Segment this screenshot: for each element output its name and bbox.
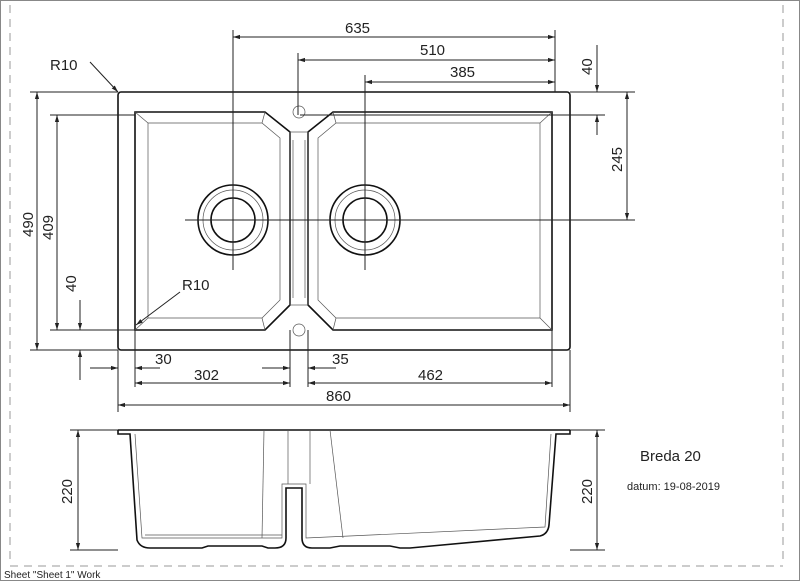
sheet-label: Sheet "Sheet 1" Work (4, 570, 101, 581)
dim-409: 409 (40, 215, 57, 240)
dim-462: 462 (418, 367, 443, 384)
overflow-icon (292, 323, 306, 337)
dimension-lines (34, 34, 630, 550)
dim-245: 245 (609, 147, 626, 172)
dim-635: 635 (345, 20, 370, 37)
dim-860: 860 (326, 388, 351, 405)
sink-side-view (117, 429, 571, 549)
radius-inner-label: R10 (182, 277, 210, 294)
model-name: Breda 20 (640, 448, 701, 465)
overflow-icon (292, 105, 306, 119)
dim-35: 35 (332, 351, 349, 368)
extension-lines (30, 30, 635, 551)
drawing-date: datum: 19-08-2019 (627, 481, 720, 493)
sink-top-view (117, 91, 571, 351)
radius-outer-label: R10 (50, 57, 78, 74)
dim-385: 385 (450, 64, 475, 81)
dim-40-bottom: 40 (63, 275, 80, 292)
dim-302: 302 (194, 367, 219, 384)
dim-40-top: 40 (579, 58, 596, 75)
dim-220-left: 220 (59, 479, 76, 504)
dim-490: 490 (20, 212, 37, 237)
dim-30: 30 (155, 351, 172, 368)
dim-220-right: 220 (579, 479, 596, 504)
dim-510: 510 (420, 42, 445, 59)
